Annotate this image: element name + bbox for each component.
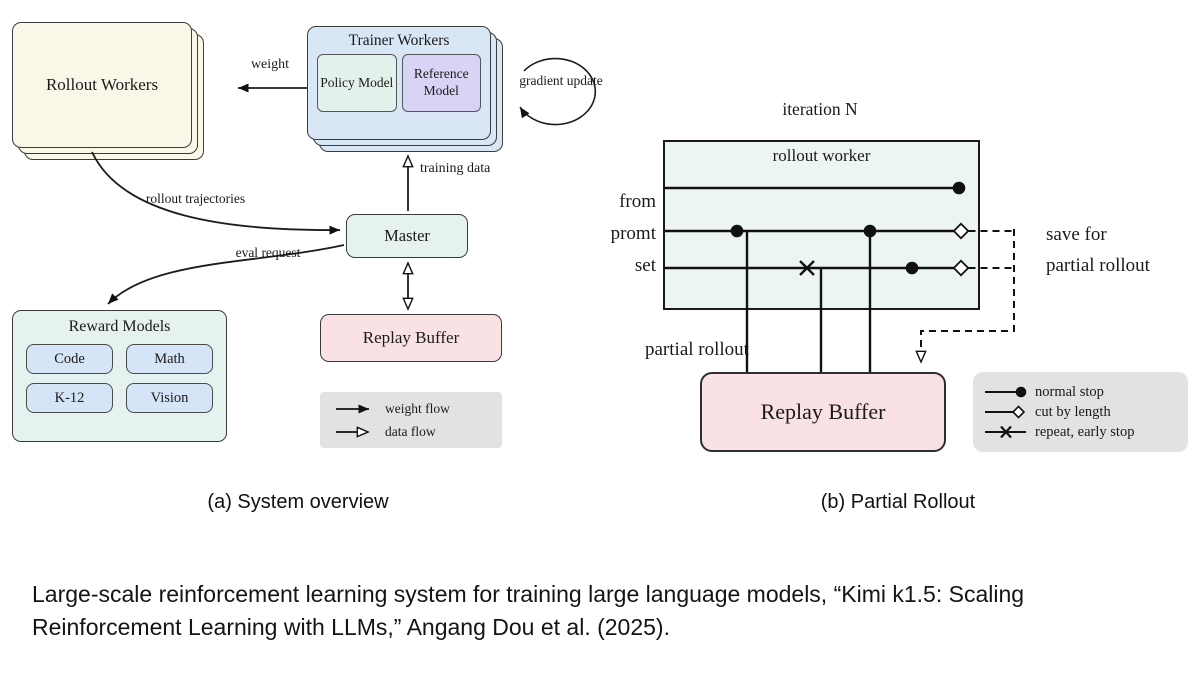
master-box: Master	[346, 214, 468, 258]
open-diamond-icon	[985, 405, 1026, 419]
save-for-partial-rollout-label: save for partial rollout	[1046, 219, 1196, 281]
reward-models-title: Reward Models	[68, 318, 171, 335]
legend-weight-flow: weight flow	[334, 401, 450, 417]
legend-data-flow: data flow	[334, 424, 436, 440]
trainer-workers-label: Trainer Workers	[348, 32, 450, 49]
eval-request-label: eval request	[235, 245, 301, 260]
rollout-workers-box: Rollout Workers	[12, 22, 216, 182]
reference-model-box: Reference Model	[401, 54, 481, 112]
reward-models-grid: Code Math K-12 Vision	[13, 336, 226, 413]
save-for-line1: save for	[1046, 224, 1107, 245]
save-for-line2: partial rollout	[1046, 255, 1150, 276]
legend-cut-by-length: cut by length	[983, 404, 1111, 421]
from-label: from	[619, 191, 656, 212]
open-arrow-icon	[336, 426, 376, 438]
iteration-label: iteration N	[782, 99, 858, 119]
filled-arrow-icon	[336, 404, 369, 413]
legend-label: cut by length	[1035, 403, 1111, 420]
legend-normal-stop: normal stop	[983, 384, 1104, 401]
policy-model-box: Policy Model	[317, 54, 397, 112]
rollout-workers-label: Rollout Workers	[12, 22, 192, 148]
gradient-update-label: gradient update	[519, 73, 603, 88]
reward-chip-k12: K-12	[26, 383, 113, 413]
reward-models-box: Reward Models Code Math K-12 Vision	[12, 310, 227, 442]
figure-caption: Large-scale reinforcement learning syste…	[32, 581, 1025, 641]
training-data-label: training data	[420, 161, 491, 176]
reward-chip-code: Code	[26, 344, 113, 374]
partial-rollout-label: partial rollout	[645, 339, 749, 360]
replay-buffer-box-b: Replay Buffer	[700, 372, 946, 452]
legend-repeat-early-stop: repeat, early stop	[983, 424, 1134, 441]
trainer-workers-front: Trainer Workers Policy Model Reference M…	[307, 26, 491, 140]
weight-label: weight	[250, 57, 290, 72]
panel-a-caption: (a) System overview	[207, 491, 389, 513]
legend-label: weight flow	[385, 400, 450, 416]
flow-legend: weight flow data flow	[320, 392, 502, 448]
filled-circle-icon	[985, 386, 1027, 398]
legend-label: data flow	[385, 423, 436, 439]
legend-label: normal stop	[1035, 383, 1104, 400]
promt-label: promt	[610, 223, 656, 244]
trainer-workers-box: Trainer Workers Policy Model Reference M…	[307, 26, 515, 164]
panel-b-caption: (b) Partial Rollout	[820, 491, 976, 513]
legend-label: repeat, early stop	[1035, 423, 1135, 440]
reward-chip-math: Math	[126, 344, 213, 374]
set-label: set	[634, 255, 656, 276]
replay-buffer-box-a: Replay Buffer	[320, 314, 502, 362]
trainer-models: Policy Model Reference Model	[308, 50, 490, 112]
reward-chip-vision: Vision	[126, 383, 213, 413]
stop-marker-legend: normal stop cut by length repeat, early …	[973, 372, 1188, 452]
x-cross-icon	[985, 425, 1026, 439]
rollout-worker-box: rollout worker	[663, 140, 980, 310]
from-prompt-set-label: from promt set	[590, 186, 656, 282]
gradient-update-loop	[519, 57, 597, 126]
rollout-trajectories-label: rollout trajectories	[145, 191, 246, 206]
